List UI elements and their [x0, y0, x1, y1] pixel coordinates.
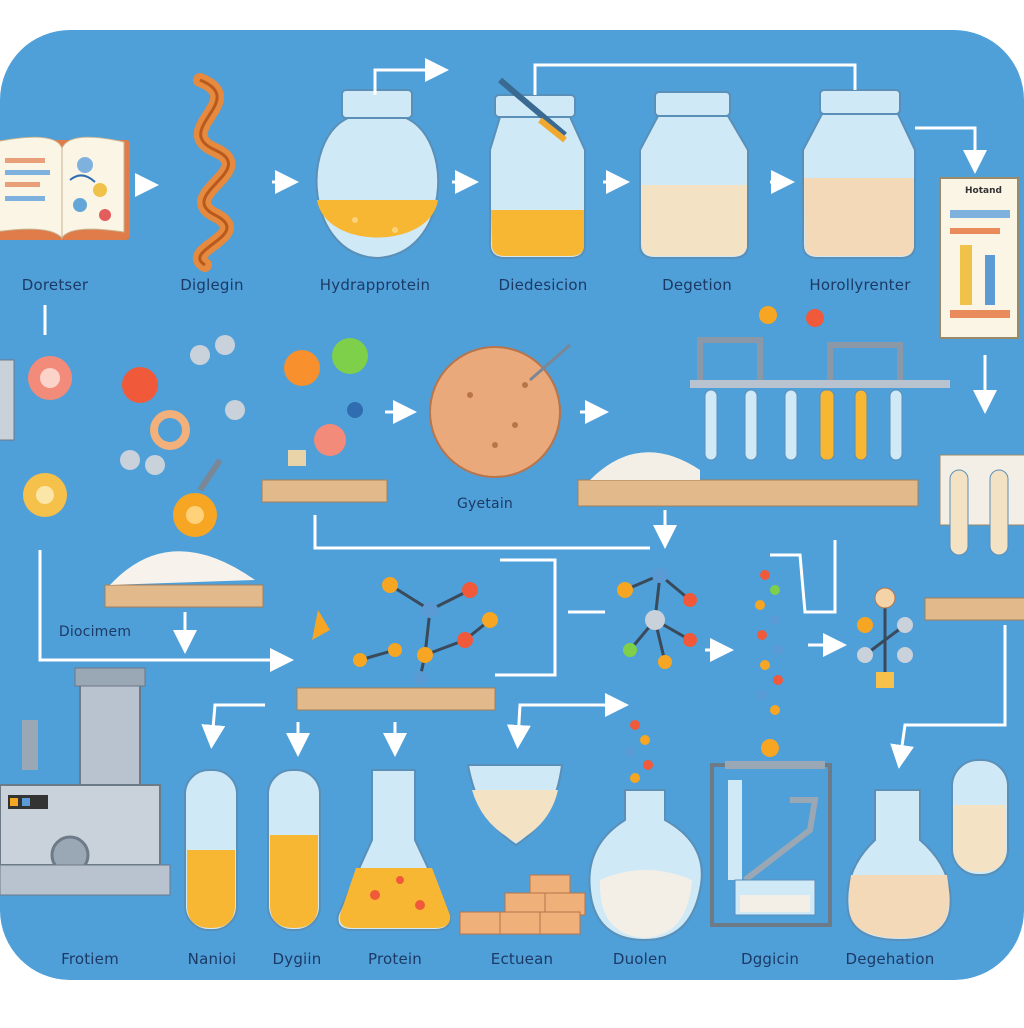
test-tube-icon: [951, 759, 1009, 876]
flask-icon: [846, 789, 952, 942]
test-tube-icon: [924, 454, 1024, 621]
flask-icon: [588, 720, 703, 942]
test-tube-icon: [577, 306, 950, 507]
molecule-icon: [296, 577, 498, 711]
label-duolen: Duolen: [612, 950, 668, 968]
molecule-icon: [755, 570, 783, 757]
label-diglegin: Diglegin: [180, 276, 244, 294]
flask-icon: [336, 769, 452, 931]
label-degetion: Degetion: [662, 276, 732, 294]
label-dygiin: Dygiin: [272, 950, 322, 968]
book-icon: [0, 136, 130, 240]
powder-pile-icon: [104, 551, 264, 608]
sphere-icon: [429, 343, 571, 478]
beaker-icon: [639, 91, 749, 259]
molecule-icon: [0, 335, 245, 537]
protein-helix-icon: [192, 73, 236, 272]
molecule-icon: [617, 567, 697, 669]
brick-icon: [459, 874, 586, 935]
label-degehation: Degehation: [845, 950, 935, 968]
bowl-icon: [466, 764, 564, 847]
label-hydrapprotein: Hydrapprotein: [319, 276, 431, 294]
machine-icon: [710, 761, 832, 927]
label-doretser: Doretser: [21, 276, 89, 294]
wood-shelf: [261, 479, 388, 503]
machine-icon: [0, 667, 171, 896]
apple-icon: [284, 338, 368, 466]
clipboard-chart-icon: [939, 177, 1019, 339]
label-protein: Protein: [368, 950, 422, 968]
label-dggicin: Dggicin: [740, 950, 800, 968]
test-tube-icon: [184, 769, 321, 931]
label-diedesicion: Diedesicion: [498, 276, 588, 294]
panel-title: Hotand: [965, 186, 1002, 196]
flow-arrows-top: [43, 58, 997, 414]
beaker-icon: [802, 89, 916, 259]
label-frotiem: Frotiem: [61, 950, 119, 968]
label-gyetain: Gyetain: [457, 496, 513, 512]
label-ectuean: Ectuean: [490, 950, 554, 968]
label-diocimem: Diocimem: [58, 624, 132, 640]
flow-arrows-middle: [38, 400, 1007, 769]
beaker-icon: [489, 77, 586, 259]
flow-arrows-bottom: [201, 693, 629, 757]
flask-icon: [315, 89, 440, 260]
molecule-icon: [857, 587, 913, 688]
label-nanioi: Nanioi: [187, 950, 237, 968]
label-horollyrenter: Horollyrenter: [809, 276, 911, 294]
